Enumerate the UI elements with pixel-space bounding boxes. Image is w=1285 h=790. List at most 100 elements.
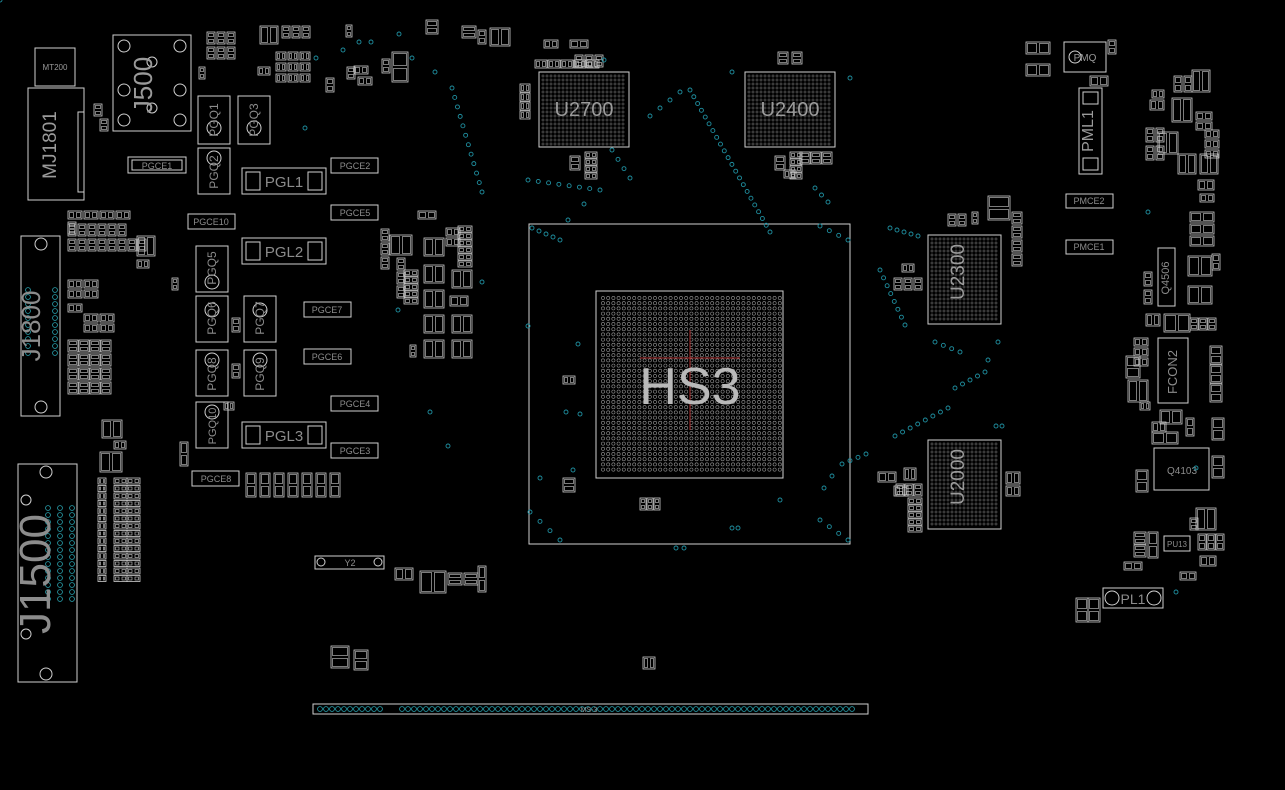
smd-part[interactable] [83, 210, 99, 220]
smd-part[interactable] [126, 537, 141, 545]
smd-part[interactable] [396, 271, 406, 285]
smd-part[interactable] [78, 367, 90, 381]
edge-connector[interactable]: MS-3 [312, 703, 869, 715]
smd-part[interactable] [216, 46, 226, 60]
smd-part[interactable] [83, 279, 99, 289]
u2700-component[interactable]: U2700 [538, 71, 630, 148]
smd-part[interactable] [1025, 63, 1051, 77]
pgl3-inductor[interactable]: PGL3 [241, 421, 327, 449]
smd-part[interactable] [97, 238, 107, 252]
smd-part[interactable] [449, 295, 469, 307]
smd-part[interactable] [783, 169, 797, 179]
smd-part[interactable] [206, 46, 216, 60]
smd-part[interactable] [97, 477, 107, 485]
smd-part[interactable] [947, 213, 957, 227]
smd-part[interactable] [67, 339, 79, 353]
smd-part[interactable] [1204, 139, 1220, 149]
smd-part[interactable] [126, 522, 141, 530]
smd-part[interactable] [774, 155, 786, 171]
smd-part[interactable] [417, 210, 437, 220]
smd-part[interactable] [89, 339, 101, 353]
smd-part[interactable] [907, 511, 923, 519]
smd-part[interactable] [1171, 97, 1193, 123]
smd-part[interactable] [907, 518, 923, 526]
smd-part[interactable] [1151, 431, 1179, 445]
smd-part[interactable] [396, 285, 406, 299]
hs3-component[interactable]: HS3 [528, 223, 851, 545]
smd-part[interactable] [1197, 533, 1207, 551]
smd-part[interactable] [1139, 401, 1151, 411]
pml1-inductor[interactable]: PML1 [1078, 87, 1103, 175]
smd-part[interactable] [403, 276, 419, 284]
smd-part[interactable] [1011, 253, 1023, 267]
smd-part[interactable] [477, 565, 487, 593]
pgce2-capacitor[interactable]: PGCE2 [330, 157, 379, 174]
smd-part[interactable] [77, 238, 87, 252]
smd-part[interactable] [653, 497, 661, 511]
smd-part[interactable] [206, 31, 216, 45]
smd-part[interactable] [346, 66, 356, 80]
smd-part[interactable] [99, 451, 123, 473]
smd-part[interactable] [67, 223, 77, 237]
smd-part[interactable] [101, 419, 123, 439]
smd-part[interactable] [97, 552, 107, 560]
smd-part[interactable] [1005, 485, 1021, 497]
smd-part[interactable] [519, 83, 531, 93]
smd-part[interactable] [301, 25, 311, 39]
smd-part[interactable] [345, 24, 353, 38]
smd-part[interactable] [275, 51, 287, 61]
smd-part[interactable] [907, 504, 923, 512]
smd-part[interactable] [1198, 317, 1208, 331]
smd-part[interactable] [394, 567, 414, 581]
smd-part[interactable] [562, 477, 576, 493]
smd-part[interactable] [1187, 285, 1213, 305]
smd-part[interactable] [126, 515, 141, 522]
smd-part[interactable] [353, 649, 369, 671]
smd-part[interactable] [67, 210, 83, 220]
smd-part[interactable] [126, 500, 141, 507]
smd-part[interactable] [1149, 99, 1165, 111]
smd-part[interactable] [447, 572, 463, 586]
smd-part[interactable] [113, 500, 128, 507]
smd-part[interactable] [419, 570, 447, 594]
smd-part[interactable] [259, 472, 271, 498]
smd-part[interactable] [99, 118, 109, 132]
smd-part[interactable] [87, 238, 97, 252]
smd-part[interactable] [67, 303, 83, 313]
smd-part[interactable] [445, 237, 461, 247]
pgce7-capacitor[interactable]: PGCE7 [303, 301, 352, 318]
smd-part[interactable] [1197, 179, 1215, 191]
smd-part[interactable] [87, 223, 97, 237]
mj1801-connector[interactable]: MJ1801 [27, 87, 85, 201]
smd-part[interactable] [231, 363, 241, 379]
pgq8-component[interactable]: PGQ8 [195, 349, 229, 397]
smd-part[interactable] [391, 51, 409, 83]
pgq1-component[interactable]: PGQ1 [197, 95, 231, 145]
smd-part[interactable] [281, 25, 291, 39]
smd-part[interactable] [107, 238, 117, 252]
smd-part[interactable] [301, 472, 313, 498]
pmce1-capacitor[interactable]: PMCE1 [1065, 239, 1114, 255]
smd-part[interactable] [1011, 225, 1023, 239]
smd-part[interactable] [1189, 317, 1199, 331]
smd-part[interactable] [821, 151, 833, 165]
j1800-connector[interactable]: J1800 [16, 235, 61, 417]
smd-part[interactable] [1133, 531, 1147, 545]
smd-part[interactable] [99, 313, 115, 323]
smd-part[interactable] [904, 483, 914, 497]
smd-part[interactable] [299, 73, 311, 83]
smd-part[interactable] [569, 39, 589, 49]
smd-part[interactable] [877, 471, 897, 483]
smd-part[interactable] [799, 151, 811, 165]
smd-part[interactable] [791, 51, 803, 65]
smd-part[interactable] [97, 500, 107, 507]
smd-part[interactable] [594, 54, 604, 68]
smd-part[interactable] [1157, 131, 1179, 155]
smd-part[interactable] [907, 497, 923, 505]
smd-part[interactable] [547, 59, 561, 69]
smd-part[interactable] [1199, 153, 1219, 175]
smd-part[interactable] [1185, 417, 1195, 437]
smd-part[interactable] [329, 472, 341, 498]
smd-part[interactable] [1087, 597, 1101, 623]
smd-part[interactable] [226, 31, 236, 45]
